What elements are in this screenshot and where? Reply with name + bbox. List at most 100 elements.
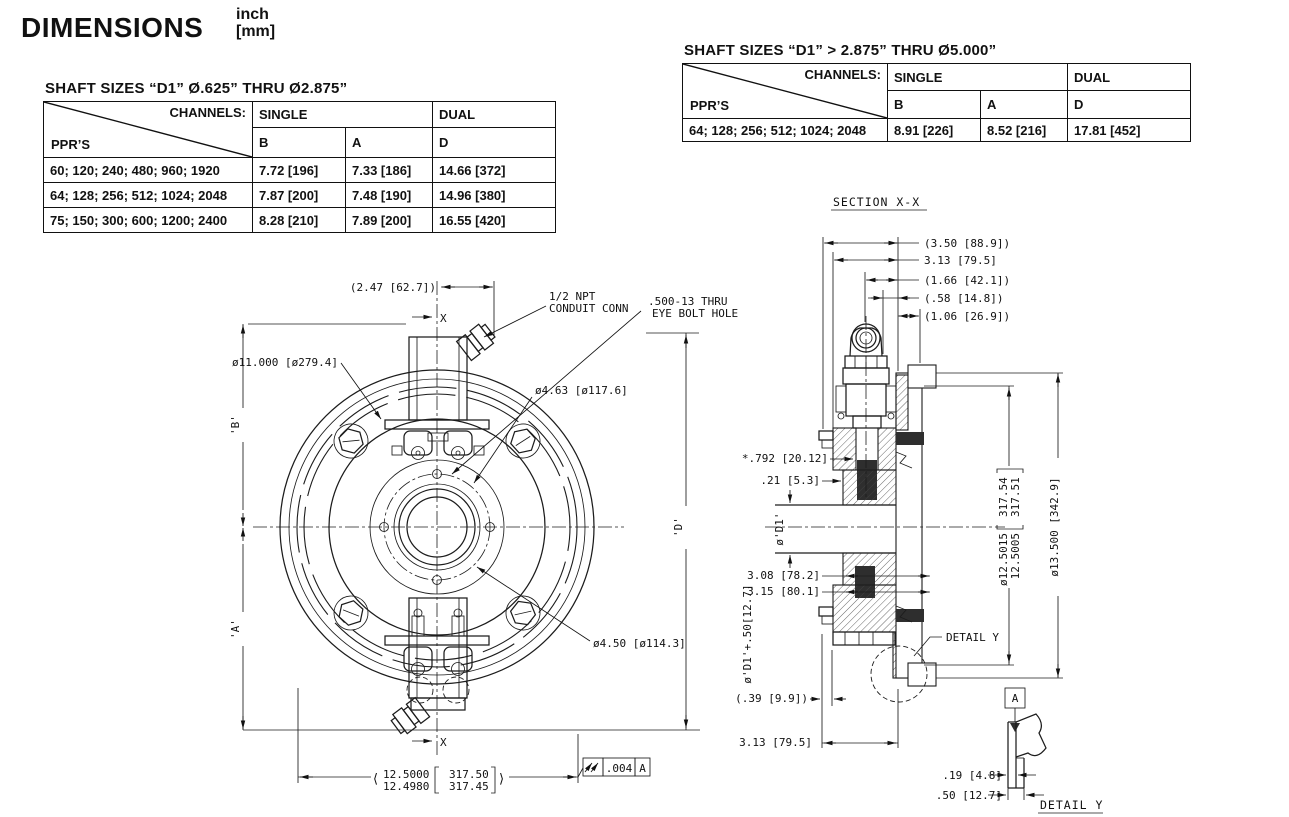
dim-register-inch-top: ø12.5015	[997, 533, 1010, 586]
table-row: 60; 120; 240; 480; 960; 1920 7.72 [196] …	[43, 157, 556, 183]
dim-depth-min: 3.08 [78.2]	[747, 569, 820, 582]
dim-housing-depth: 3.13 [79.5]	[924, 254, 997, 267]
fcf-datum: A	[639, 762, 646, 775]
dim-mount-depth: 3.13 [79.5]	[739, 736, 812, 749]
cell-d: 14.66 [372]	[432, 157, 556, 183]
diagonal-line	[44, 102, 252, 157]
total-runout-icon	[584, 762, 593, 773]
dim-overall-inch-top: 12.5000	[383, 768, 429, 781]
cell-a: 7.33 [186]	[345, 157, 433, 183]
corner-cell: CHANNELS: PPR’S	[43, 101, 253, 158]
units-inch: inch	[236, 6, 269, 23]
table-small-shaft-title: SHAFT SIZES “D1” Ø.625” THRU Ø2.875”	[45, 80, 348, 97]
cell-b: 7.87 [200]	[252, 182, 346, 208]
dim-conduit-offset: (2.47 [62.7])	[350, 281, 436, 294]
cell-ppr: 64; 128; 256; 512; 1024; 2048	[682, 118, 888, 142]
cell-b: 8.91 [226]	[887, 118, 981, 142]
table-small-shaft: SHAFT SIZES “D1” Ø.625” THRU Ø2.875” CHA…	[43, 80, 556, 233]
hex-bolt	[505, 423, 541, 459]
dim-flange-thickness: (1.06 [26.9])	[924, 310, 1010, 323]
hex-bolt	[505, 595, 541, 631]
section-body	[775, 427, 912, 679]
corner-channels-label: CHANNELS:	[804, 67, 881, 82]
dim-overall-inch-bottom: 12.4980	[383, 780, 429, 793]
cell-a: 7.48 [190]	[345, 182, 433, 208]
cell-b: 8.28 [210]	[252, 207, 346, 233]
conduit-gland	[455, 323, 496, 362]
cell-ppr: 64; 128; 256; 512; 1024; 2048	[43, 182, 253, 208]
callout-eye-bolt-line1: .500-13 THRU	[648, 295, 727, 308]
callout-eye-bolt-line2: EYE BOLT HOLE	[652, 307, 738, 320]
section-marker-bottom: X	[440, 736, 447, 749]
detail-y-view: A .19 [4.8] .50 [12.7] DETAIL Y	[936, 687, 1103, 814]
callout-conduit-line2: CONDUIT CONN	[549, 302, 628, 315]
dim-register-mm-top: 317.54	[997, 477, 1010, 517]
col-a: A	[345, 127, 433, 158]
dim-register-mm-bottom: 317.51	[1009, 477, 1022, 517]
dim-register-group: ø12.5015 12.5005 317.54 317.51	[996, 468, 1024, 586]
section-view: SECTION X-X	[735, 195, 1103, 814]
detail-y-callout: DETAIL Y	[946, 631, 999, 644]
top-conduit-housing	[384, 323, 496, 460]
feature-control-frame: .004 A	[577, 757, 651, 778]
corner-cell: CHANNELS: PPR’S	[682, 63, 888, 119]
section-flange-disc	[870, 364, 937, 703]
callout-conduit-line1: 1/2 NPT	[549, 290, 596, 303]
dim-overall-open: ⟨	[373, 772, 378, 787]
table-row: 64; 128; 256; 512; 1024; 2048 7.87 [200]…	[43, 182, 556, 208]
dim-depth-max: 3.15 [80.1]	[747, 585, 820, 598]
corner-channels-label: CHANNELS:	[169, 105, 246, 120]
total-runout-icon	[590, 762, 599, 773]
dim-clearance: .21 [5.3]	[760, 474, 820, 487]
hex-bolt	[333, 423, 369, 459]
cell-b: 7.72 [196]	[252, 157, 346, 183]
table-small-shaft-grid: CHANNELS: PPR’S SINGLE DUAL B A D 60; 12…	[43, 101, 556, 233]
table-row: 64; 128; 256; 512; 1024; 2048 8.91 [226]…	[682, 118, 1191, 142]
dim-conduit-to-face: (1.66 [42.1])	[924, 274, 1010, 287]
table-large-shaft: SHAFT SIZES “D1” > 2.875” THRU Ø5.000” C…	[682, 42, 1191, 142]
table-large-shaft-grid: CHANNELS: PPR’S SINGLE DUAL B A D 64; 12…	[682, 63, 1191, 142]
detail-dim-lip: .19 [4.8]	[942, 769, 1002, 782]
dim-overall-close: ⟩	[499, 772, 504, 787]
cell-d: 16.55 [420]	[432, 207, 556, 233]
detail-y-title: DETAIL Y	[1040, 798, 1103, 812]
dim-overall-depth: (3.50 [88.9])	[924, 237, 1010, 250]
hex-bolt	[333, 595, 369, 631]
dim-bolt-circle: ø4.63 [ø117.6]	[535, 384, 628, 397]
col-d: D	[432, 127, 556, 158]
cell-d: 17.81 [452]	[1067, 118, 1191, 142]
dim-overall-group: ⟨ 12.5000 12.4980 317.50 317.45 ⟩	[373, 766, 504, 794]
section-marker-top: X	[440, 312, 447, 325]
dim-pilot: ø4.50 [ø114.3]	[593, 637, 686, 650]
table-large-shaft-title: SHAFT SIZES “D1” > 2.875” THRU Ø5.000”	[684, 42, 997, 59]
cell-a: 8.52 [216]	[980, 118, 1068, 142]
datum-a-label: A	[1012, 692, 1019, 705]
cell-ppr: 60; 120; 240; 480; 960; 1920	[43, 157, 253, 183]
page-title: DIMENSIONS	[21, 12, 204, 43]
corner-pprs-label: PPR’S	[690, 98, 730, 113]
dim-flange-od: ø13.500 [342.9]	[1048, 477, 1061, 576]
units-note: inch [mm]	[236, 6, 275, 40]
dim-overall-mm-top: 317.50	[449, 768, 489, 781]
cell-d: 14.96 [380]	[432, 182, 556, 208]
cell-a: 7.89 [200]	[345, 207, 433, 233]
dim-outer-diameter: ø11.000 [ø279.4]	[232, 356, 338, 369]
counterbore-label: ø'D1'+.50[12.7]	[741, 584, 754, 683]
front-view: 'B' 'A' (2.47 [62.7]) X X ø11.000 [ø279.…	[229, 281, 738, 794]
detail-dim-rim: .50 [12.7]	[936, 789, 1002, 802]
dim-shaft-engagement: *.792 [20.12]	[742, 452, 828, 465]
dim-register-inch-bottom: 12.5005	[1009, 533, 1022, 579]
cell-ppr: 75; 150; 300; 600; 1200; 2400	[43, 207, 253, 233]
corner-pprs-label: PPR’S	[51, 137, 91, 152]
units-mm: [mm]	[236, 23, 276, 40]
dim-a-label: 'A'	[229, 619, 242, 639]
conduit-gland	[390, 696, 431, 735]
dim-d-label: 'D'	[672, 517, 685, 537]
bore-diameter-label: ø'D1'	[773, 512, 786, 545]
detail-y-circle	[870, 645, 928, 703]
diagonal-line	[683, 64, 887, 118]
dim-b-label: 'B'	[229, 415, 242, 435]
dim-cap: (.58 [14.8])	[924, 292, 1003, 305]
